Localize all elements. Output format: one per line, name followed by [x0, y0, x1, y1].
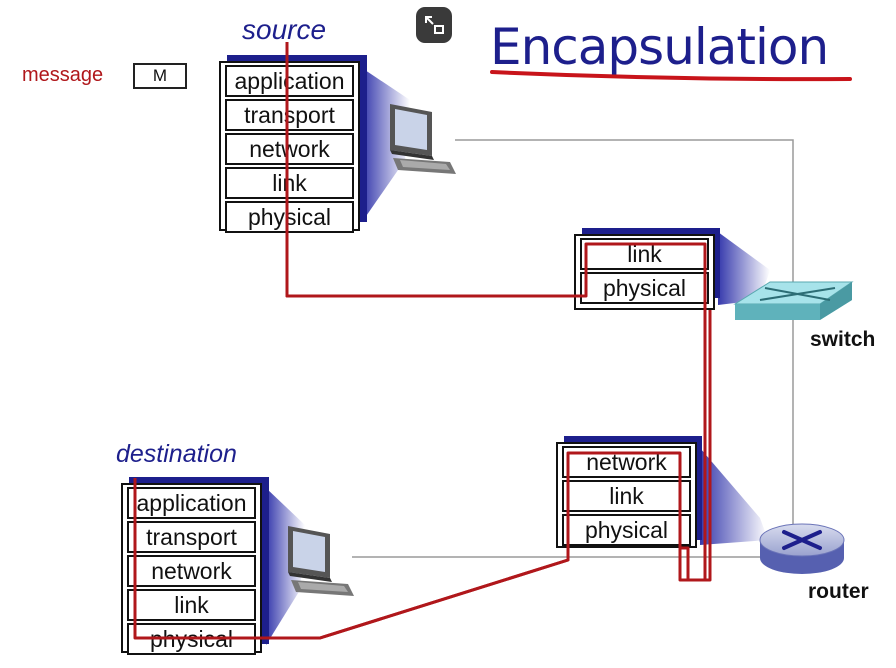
source-layer-physical: physical — [225, 201, 354, 233]
switch-label: switch — [810, 328, 876, 351]
destination-layer-link: link — [127, 589, 256, 621]
source-layer-application: application — [225, 65, 354, 97]
message-label: message — [22, 64, 104, 86]
destination-layer-application: application — [127, 487, 256, 519]
exit-fullscreen-icon[interactable] — [416, 7, 452, 43]
source-layer-transport: transport — [225, 99, 354, 131]
router-layer-network: network — [562, 446, 691, 478]
computer-icon — [288, 526, 354, 596]
computer-icon — [390, 104, 456, 174]
router-layer-link: link — [562, 480, 691, 512]
router-icon — [759, 523, 845, 574]
destination-layer-transport: transport — [127, 521, 256, 553]
router-label: router — [808, 580, 869, 603]
router-cone — [700, 448, 768, 545]
switch-layer-link: link — [580, 238, 709, 270]
switch-icon — [733, 281, 854, 320]
destination-layer-network: network — [127, 555, 256, 587]
page-title: Encapsulation — [490, 18, 829, 76]
switch-layer-physical: physical — [580, 272, 709, 304]
switch-cone — [718, 232, 770, 305]
source-layer-link: link — [225, 167, 354, 199]
source-label: source — [242, 14, 327, 45]
router-layer-physical: physical — [562, 514, 691, 546]
source-layer-network: network — [225, 133, 354, 165]
destination-layer-physical: physical — [127, 623, 256, 655]
message-box: M — [133, 63, 187, 89]
destination-label: destination — [116, 440, 237, 468]
